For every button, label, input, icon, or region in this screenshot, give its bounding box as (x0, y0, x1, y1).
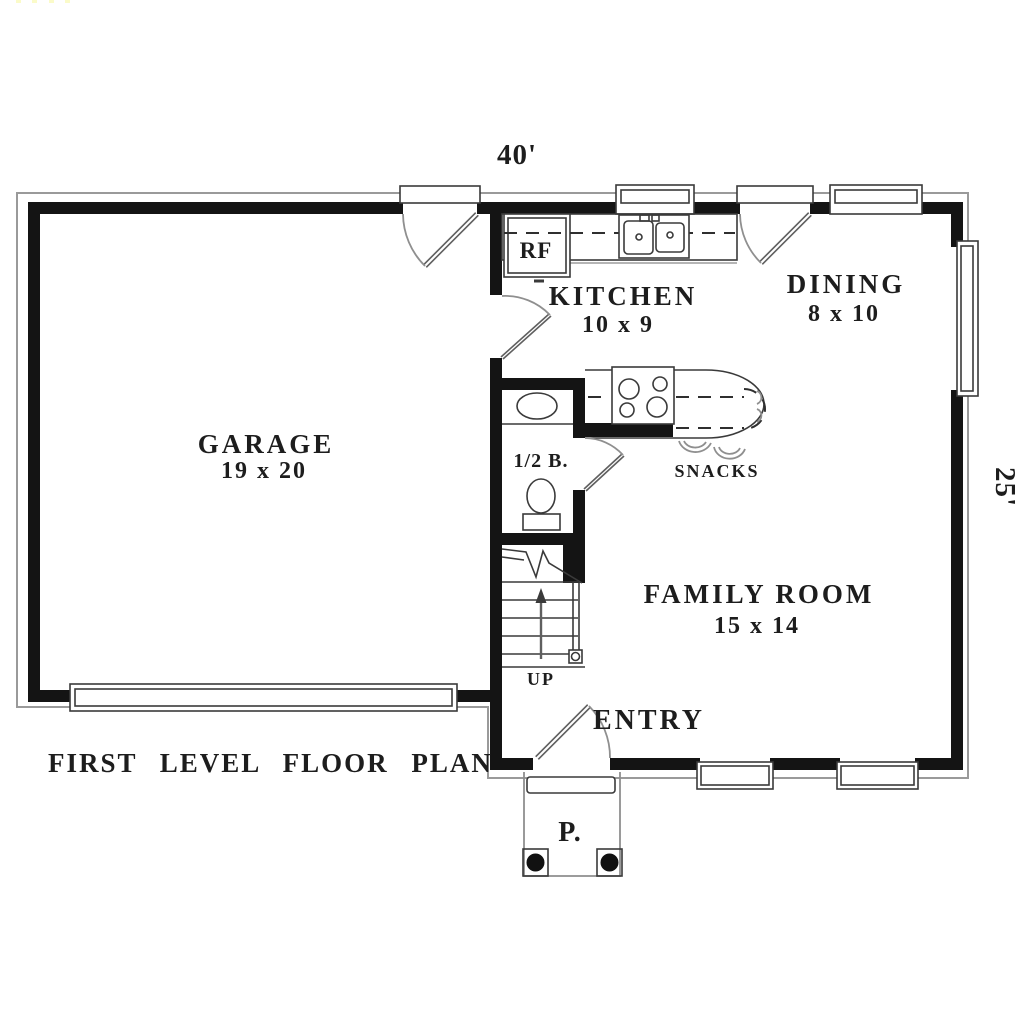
half-bath-sink (502, 392, 573, 425)
depth-dimension-label: 25' (989, 467, 1021, 507)
snacks-label: SNACKS (674, 461, 759, 481)
kitchen-label: KITCHEN (549, 281, 698, 311)
refrigerator (503, 213, 571, 283)
snack-bar-island (585, 369, 766, 439)
bar-stools (678, 440, 746, 460)
porch-label: P. (558, 817, 582, 848)
family-room-window-left (696, 761, 774, 790)
entry-label: ENTRY (593, 705, 705, 736)
kitchen-window (615, 184, 695, 215)
garage-size-label: 19 x 20 (221, 458, 307, 484)
half-bath-label: 1/2 B. (514, 450, 569, 472)
exterior-offset-outline (16, 192, 969, 779)
stairs-up-arrow (535, 588, 547, 659)
porch (522, 772, 623, 877)
toilet (522, 478, 561, 531)
dining-door-threshold (736, 185, 814, 204)
stairs-up-label: UP (527, 669, 555, 689)
garage-kitchen-door (500, 295, 552, 360)
interior-walls (490, 214, 673, 770)
family-room-window-right (836, 761, 919, 790)
garage-top-door (402, 212, 479, 268)
dining-door (739, 212, 812, 265)
porch-posts (522, 848, 623, 877)
watermark-dots (16, 0, 70, 3)
cooktop (611, 366, 675, 425)
right-wall-window (951, 240, 979, 397)
plan-title: FIRST LEVEL FLOOR PLAN (48, 748, 493, 778)
dining-label: DINING (787, 269, 906, 299)
width-dimension-label: 40' (497, 139, 537, 171)
family-room-label: FAMILY ROOM (644, 579, 875, 609)
garage-top-door-threshold (399, 185, 481, 204)
dining-window (829, 184, 923, 215)
kitchen-sink (618, 214, 690, 259)
entry-door (535, 704, 611, 760)
family-room-size-label: 15 x 14 (714, 613, 800, 639)
half-bath-door (583, 437, 625, 492)
refrigerator-label: RF (520, 238, 553, 263)
kitchen-size-label: 10 x 9 (582, 312, 654, 338)
garage-label: GARAGE (198, 429, 335, 459)
garage-door (69, 683, 458, 712)
dining-size-label: 8 x 10 (808, 301, 880, 327)
